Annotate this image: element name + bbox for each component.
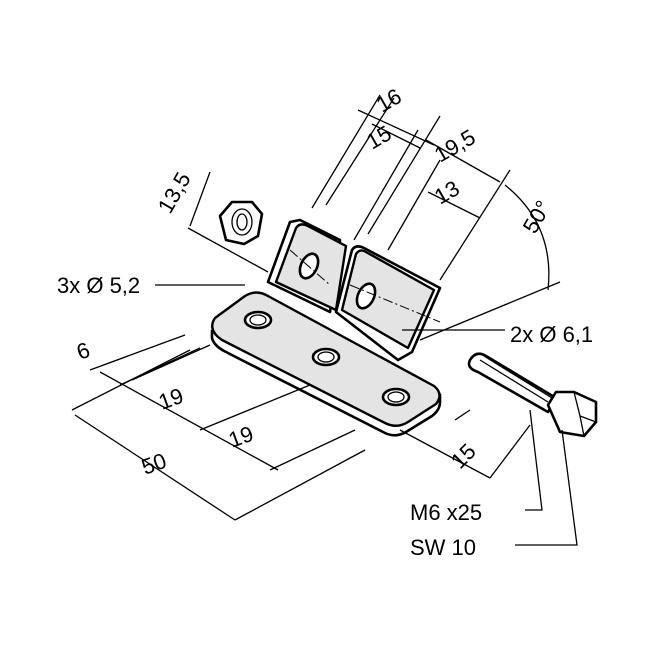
dim-19-a: 19 — [155, 383, 187, 415]
dimension-lines — [71, 94, 578, 546]
dim-13-5: 13,5 — [153, 168, 196, 218]
label-bolt-thread: M6 x25 — [410, 500, 482, 525]
dim-13: 13 — [430, 175, 464, 209]
dim-19-b: 19 — [225, 421, 257, 453]
nut — [218, 200, 264, 246]
dim-15-bolt: 15 — [446, 439, 481, 474]
label-holes-5-2: 3x Ø 5,2 — [57, 273, 140, 298]
bolt — [467, 352, 598, 438]
mounting-hole — [311, 347, 341, 367]
mounting-hole — [243, 310, 273, 330]
hinge-leaves — [266, 218, 442, 362]
label-holes-6-1: 2x Ø 6,1 — [510, 322, 593, 347]
dim-50: 50 — [138, 448, 170, 480]
dim-16: 16 — [372, 83, 406, 117]
base-plate — [210, 291, 442, 437]
mounting-hole — [381, 387, 411, 407]
dim-6: 6 — [73, 337, 93, 365]
label-wrench-size: SW 10 — [410, 535, 476, 560]
dim-19-5: 19,5 — [430, 124, 480, 167]
hinge-hole — [355, 282, 377, 310]
